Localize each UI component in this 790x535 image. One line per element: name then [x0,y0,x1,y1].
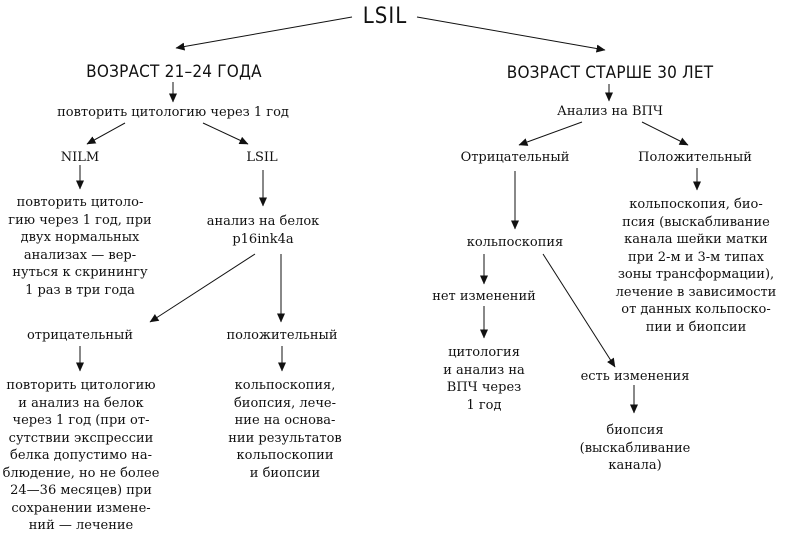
arrow-colpo-changes [542,253,616,368]
right-branch-header: ВОЗРАСТ СТАРШЕ 30 ЛЕТ [506,63,714,83]
no-changes-label: нет изменений [432,289,536,304]
arrow-hpv-positive [641,121,689,146]
p16-negative-action: повторить цитологию и анализ на белок че… [2,378,160,533]
arrow-root-left [175,16,353,51]
arrow-hpv-negative [518,121,583,146]
hpv-test: Анализ на ВПЧ [557,104,663,119]
arrow-step-nilm [86,122,126,145]
left-branch-header: ВОЗРАСТ 21–24 ГОДА [86,62,262,82]
p16-negative-label: отрицательный [26,328,133,343]
p16-positive-action: кольпоскопия, биопсия, лече- ние на осно… [228,378,342,481]
nilm-label: NILM [60,150,100,165]
changes-action: биопсия (выскабливание канала) [579,423,691,473]
nilm-action: повторить цитоло- гию через 1 год, при д… [8,195,152,298]
no-changes-action: цитология и анализ на ВПЧ через 1 год [443,345,525,413]
hpv-positive-label: Положительный [638,150,752,165]
lsil-label: LSIL [246,150,278,165]
hpv-negative-label: Отрицательный [460,150,570,165]
changes-label: есть изменения [580,369,690,384]
arrow-step-lsil [202,122,249,145]
p16-positive-label: положительный [226,328,338,343]
arrow-p16-negative [149,253,256,323]
hpv-positive-action: кольпоскопия, био- псия (выскабливание к… [615,197,777,335]
left-step-repeat-cytology: повторить цитологию через 1 год [57,105,289,120]
arrow-root-right [416,16,606,53]
root-node: LSIL [362,4,408,29]
colposcopy: кольпоскопия [466,235,564,250]
p16-test: анализ на белок p16ink4a [206,214,320,247]
